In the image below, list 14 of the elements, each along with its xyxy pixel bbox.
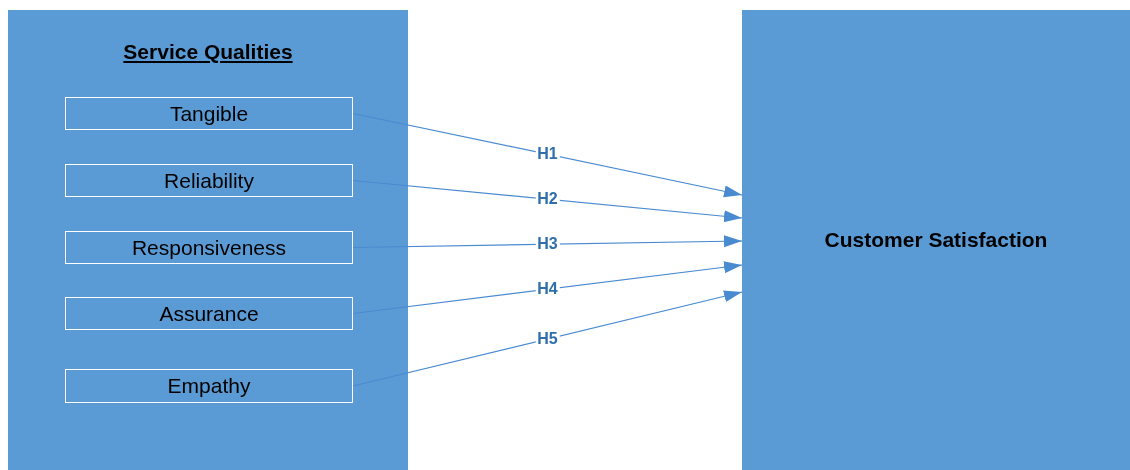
- construct-panel: [8, 10, 408, 470]
- construct-panel: [742, 10, 1130, 470]
- construct-box: Reliability: [65, 164, 353, 197]
- arrow: [352, 290, 743, 387]
- arrow: [352, 112, 743, 198]
- panel-title: Service Qualities: [122, 40, 294, 64]
- construct-box: Responsiveness: [65, 231, 353, 264]
- construct-box: Tangible: [65, 97, 353, 130]
- arrow: [352, 261, 743, 315]
- arrow: [352, 179, 743, 223]
- panel-title: Customer Satisfaction: [823, 228, 1049, 252]
- construct-box: Assurance: [65, 297, 353, 330]
- arrow: [352, 235, 743, 249]
- construct-box: Empathy: [65, 369, 353, 403]
